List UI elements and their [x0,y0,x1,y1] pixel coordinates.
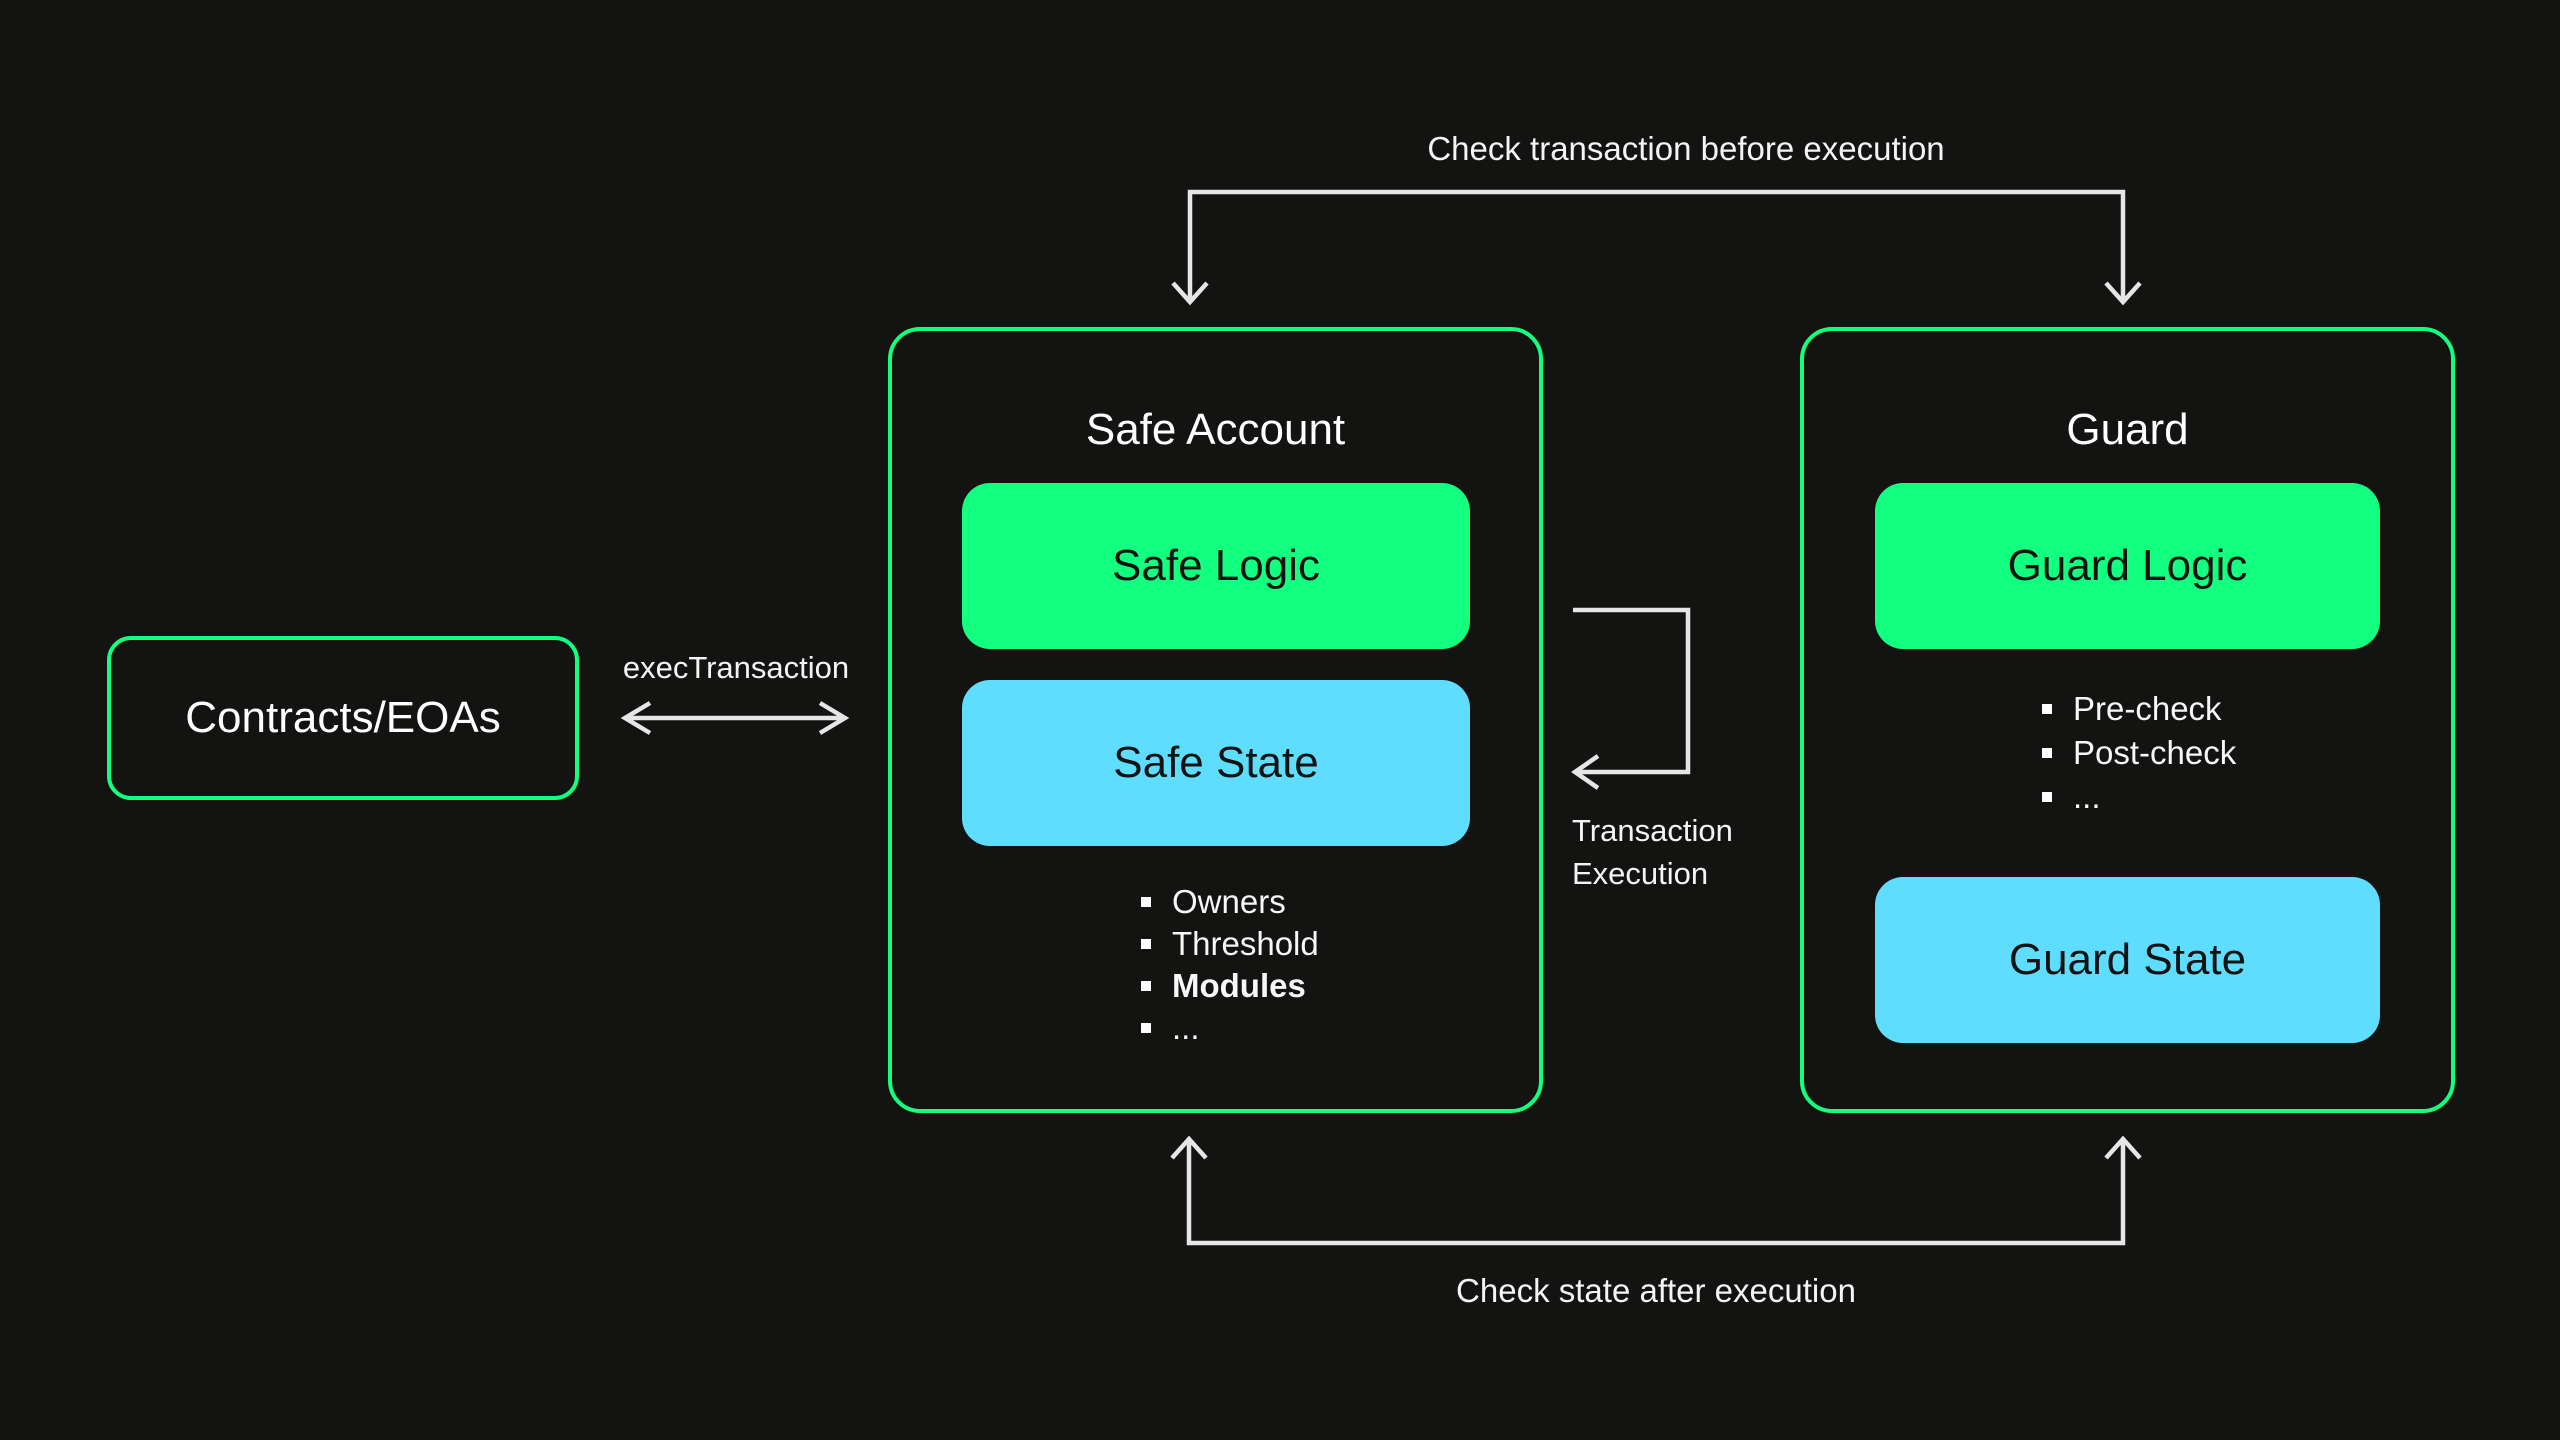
contracts-eoas-box: Contracts/EOAs [107,636,579,800]
bottom-bracket-line [1186,1141,2126,1246]
guard-logic-label: Guard Logic [2007,541,2248,590]
list-item-label: Owners [1172,883,1286,920]
bullet-square-icon [1141,1023,1151,1033]
guard-logic-items-list: Pre-check Post-check ... [2042,687,2236,819]
bullet-square-icon [1141,981,1151,991]
list-item-label: Post-check [2073,734,2237,771]
list-item: Modules [1141,965,1319,1007]
list-item: Owners [1141,881,1319,923]
list-item-label: ... [2073,778,2101,815]
guard-state-label: Guard State [2008,935,2247,984]
exec-transaction-label: execTransaction [622,650,850,685]
arrow-right-icon [818,701,850,735]
contracts-eoas-label: Contracts/EOAs [185,693,501,742]
guard-title: Guard [2066,405,2189,454]
guard-logic-box: Guard Logic [1875,483,2380,649]
list-item-label: Threshold [1172,925,1319,962]
loop-line [1573,607,1691,775]
list-item-label: Pre-check [2073,690,2222,727]
safe-state-items-list: Owners Threshold Modules ... [1141,881,1319,1049]
check-after-execution-label: Check state after execution [1456,1272,1856,1309]
exec-transaction-arrow [620,701,850,735]
bullet-square-icon [1141,897,1151,907]
transaction-execution-label: Transaction Execution [1572,809,1733,895]
safe-account-box: Safe Account Safe Logic Safe State Owner… [888,327,1543,1113]
list-item: Threshold [1141,923,1319,965]
bullet-square-icon [2042,748,2052,758]
arrow-up-icon [1170,1135,1208,1160]
arrow-down-icon [1171,281,1209,306]
arrow-down-icon [2104,281,2142,306]
safe-logic-label: Safe Logic [1112,541,1320,590]
safe-account-title: Safe Account [1085,405,1346,454]
check-before-execution-arrow [1171,189,2142,306]
bullet-square-icon [1141,939,1151,949]
arrow-left-icon [1571,754,1600,790]
transaction-execution-loop-arrow [1571,607,1691,790]
guard-state-box: Guard State [1875,877,2380,1043]
bullet-square-icon [2042,792,2052,802]
safe-state-label: Safe State [1113,738,1319,787]
list-item: ... [2042,775,2236,819]
safe-logic-box: Safe Logic [962,483,1470,649]
list-item: ... [1141,1007,1319,1049]
arrow-left-icon [620,701,652,735]
list-item-label: Modules [1172,967,1306,1004]
list-item-label: ... [1172,1009,1200,1046]
list-item: Post-check [2042,731,2236,775]
top-bracket-line [1187,189,2126,300]
transaction-execution-line1: Transaction [1572,813,1733,848]
transaction-execution-line2: Execution [1572,856,1709,891]
safe-state-box: Safe State [962,680,1470,846]
list-item: Pre-check [2042,687,2236,731]
check-before-execution-label: Check transaction before execution [1427,130,1945,167]
bullet-square-icon [2042,704,2052,714]
guard-box: Guard Guard Logic Pre-check Post-check .… [1800,327,2455,1113]
arrow-up-icon [2104,1135,2142,1160]
check-after-execution-arrow [1170,1135,2142,1246]
